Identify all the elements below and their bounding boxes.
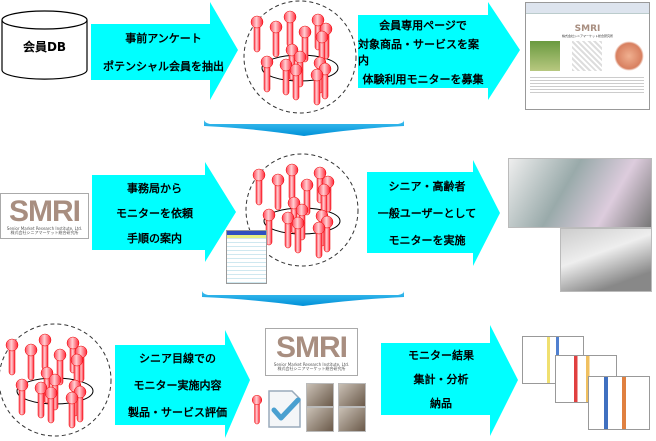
person-figure-icon bbox=[312, 221, 326, 259]
down-arrow-icon bbox=[204, 120, 404, 136]
person-figure-icon bbox=[24, 343, 38, 381]
arrow-deliver-text: モニター結果 集計・分析 納品 bbox=[381, 343, 501, 415]
instruction-document-thumbnail bbox=[226, 230, 267, 284]
person-figure-icon bbox=[53, 348, 67, 386]
text-line: 手順の案内 bbox=[127, 231, 182, 245]
member-webpage-thumbnail: SMRI 株式会社シニアマーケット総合研究所 bbox=[525, 2, 650, 110]
senior-face-photo bbox=[338, 407, 366, 432]
arrow-recruit-text: 会員専用ページで 対象商品・サービスを案内 体験利用モニターを募集 bbox=[358, 15, 488, 88]
logo-text: SMRI bbox=[276, 330, 348, 364]
person-figure-icon bbox=[65, 391, 79, 429]
person-figure-icon bbox=[250, 15, 264, 53]
smri-logo: SMRI Senior Market Research Institute, L… bbox=[0, 193, 89, 239]
senior-face-photo bbox=[338, 383, 366, 407]
person-figure-icon bbox=[285, 163, 299, 201]
text-line: 対象商品・サービスを案内 bbox=[358, 37, 479, 67]
text-line: 納品 bbox=[430, 397, 452, 410]
person-figure-icon bbox=[260, 55, 274, 93]
arrow-evaluate-text: シニア目線での モニター実施内容 製品・サービス評価 bbox=[115, 345, 240, 425]
person-figure-icon bbox=[252, 168, 266, 206]
person-figure-icon bbox=[73, 385, 87, 423]
person-figure-icon bbox=[271, 173, 285, 211]
arrow-deliver bbox=[381, 325, 518, 436]
text-line: モニターを実施 bbox=[388, 233, 466, 247]
person-figure-icon bbox=[44, 386, 58, 424]
arrow-extract bbox=[91, 2, 238, 100]
database-label: 会員DB bbox=[22, 40, 67, 54]
person-figure-icon bbox=[310, 68, 324, 106]
person-figure-icon bbox=[291, 216, 305, 254]
arrow-request-text: 事務局から モニターを依頼 手順の案内 bbox=[92, 175, 217, 250]
arrow-conduct bbox=[367, 160, 500, 266]
checkmark-document-icon bbox=[268, 390, 301, 428]
arrow-conduct-text: シニア・高齢者 一般ユーザーとして モニターを実施 bbox=[367, 172, 487, 253]
text-line: ポテンシャル会員を抽出 bbox=[103, 60, 224, 73]
logo-subtitle-jp: 株式会社シニアマーケット総合研究所 bbox=[10, 230, 79, 235]
senior-face-photo bbox=[306, 383, 334, 407]
logo-subtitle-en: Senior Market Research Institute, Ltd. bbox=[273, 361, 350, 367]
logo-text: SMRI bbox=[9, 194, 81, 228]
person-figure-icon bbox=[320, 215, 334, 253]
person-figure-icon bbox=[5, 338, 19, 376]
person-figure-icon bbox=[34, 381, 48, 419]
text-line: 会員専用ページで bbox=[379, 18, 467, 32]
text-line: 集計・分析 bbox=[413, 373, 469, 386]
database-icon bbox=[1, 10, 88, 80]
text-line: モニター実施内容 bbox=[133, 378, 222, 392]
arrow-extract-text: 事前アンケート ポテンシャル会員を抽出 bbox=[91, 24, 236, 80]
text-line: 事務局から bbox=[127, 181, 182, 195]
person-figure-icon bbox=[281, 211, 295, 249]
text-line: 製品・サービス評価 bbox=[128, 405, 227, 419]
text-line: 一般ユーザーとして bbox=[377, 206, 477, 220]
down-arrow-icon bbox=[202, 291, 404, 306]
seniors-exercise-photo bbox=[560, 228, 652, 292]
logo-subtitle-en: Senior Market Research Institute, Ltd. bbox=[6, 225, 83, 231]
text-line: モニター結果 bbox=[408, 349, 474, 362]
person-figure-icon bbox=[283, 10, 297, 48]
person-figure-icon bbox=[15, 378, 29, 416]
webpage-logo: SMRI bbox=[574, 24, 601, 34]
webpage-heading: 株式会社シニアマーケット総合研究所 bbox=[561, 34, 613, 38]
text-line: 体験利用モニターを募集 bbox=[362, 72, 484, 86]
person-figure-icon bbox=[289, 63, 303, 101]
person-figure-icon bbox=[38, 333, 52, 371]
arrow-evaluate bbox=[115, 330, 250, 438]
text-line: シニア・高齢者 bbox=[388, 179, 466, 193]
arrow-request bbox=[92, 162, 236, 262]
person-figure-icon bbox=[251, 394, 263, 425]
person-figure-icon bbox=[269, 20, 283, 58]
smri-logo: SMRI Senior Market Research Institute, L… bbox=[265, 328, 358, 376]
seniors-computer-photo bbox=[508, 158, 652, 228]
text-line: 事前アンケート bbox=[125, 32, 202, 45]
text-line: シニア目線での bbox=[139, 352, 216, 366]
arrow-recruit bbox=[358, 2, 520, 100]
person-figure-icon bbox=[279, 58, 293, 96]
report-thumbnail bbox=[588, 376, 650, 430]
senior-face-photo bbox=[306, 407, 334, 432]
person-figure-icon bbox=[262, 208, 276, 246]
text-line: モニターを依頼 bbox=[116, 206, 193, 220]
logo-subtitle-jp: 株式会社シニアマーケット総合研究所 bbox=[277, 366, 346, 371]
